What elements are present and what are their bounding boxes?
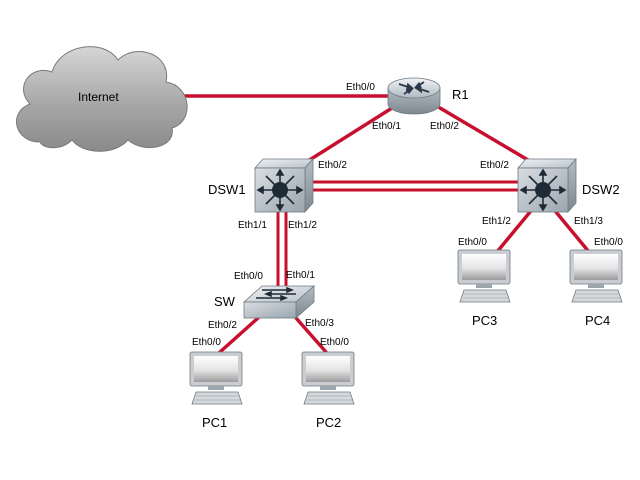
pc-icon bbox=[457, 249, 511, 303]
pc-pc2[interactable]: PC2 Eth0/0 bbox=[301, 337, 355, 430]
switch-sw[interactable]: SW Eth0/0 Eth0/1 Eth0/2 Eth0/3 bbox=[208, 270, 334, 331]
pc3-label: PC3 bbox=[472, 313, 497, 328]
dsw1-label: DSW1 bbox=[208, 182, 246, 197]
cloud-icon bbox=[16, 46, 188, 152]
pc-icon bbox=[301, 351, 355, 405]
pc2-port-eth0-0: Eth0/0 bbox=[320, 337, 349, 348]
router-icon bbox=[387, 77, 441, 115]
r1-label: R1 bbox=[452, 87, 469, 102]
pc-pc1[interactable]: PC1 Eth0/0 bbox=[189, 337, 243, 430]
router-r1[interactable]: R1 Eth0/0 Eth0/1 Eth0/2 bbox=[346, 77, 469, 132]
multilayer-switch-icon bbox=[254, 157, 314, 214]
pc4-port-eth0-0: Eth0/0 bbox=[594, 237, 623, 248]
r1-port-eth0-2: Eth0/2 bbox=[430, 121, 459, 132]
internet-node[interactable]: Internet bbox=[16, 46, 188, 152]
pc-icon bbox=[189, 351, 243, 405]
sw-label: SW bbox=[214, 294, 236, 309]
link-r1-dsw2 bbox=[438, 106, 530, 162]
r1-port-eth0-0: Eth0/0 bbox=[346, 82, 375, 93]
dsw2-label: DSW2 bbox=[582, 182, 620, 197]
pc-pc4[interactable]: PC4 Eth0/0 bbox=[569, 237, 623, 328]
r1-port-eth0-1: Eth0/1 bbox=[372, 121, 401, 132]
sw-port-eth0-1: Eth0/1 bbox=[286, 270, 315, 281]
pc-pc3[interactable]: PC3 Eth0/0 bbox=[457, 237, 511, 328]
multilayer-switch-dsw1[interactable]: DSW1 Eth0/2 Eth1/1 Eth1/2 bbox=[208, 157, 347, 231]
dsw1-port-eth1-1: Eth1/1 bbox=[238, 220, 267, 231]
dsw1-port-eth0-2: Eth0/2 bbox=[318, 160, 347, 171]
pc1-label: PC1 bbox=[202, 415, 227, 430]
dsw1-port-eth1-2: Eth1/2 bbox=[288, 220, 317, 231]
dsw2-port-eth0-2: Eth0/2 bbox=[480, 160, 509, 171]
dsw2-port-eth1-3: Eth1/3 bbox=[574, 216, 603, 227]
pc-icon bbox=[569, 249, 623, 303]
pc2-label: PC2 bbox=[316, 415, 341, 430]
dsw2-port-eth1-2: Eth1/2 bbox=[482, 216, 511, 227]
link-sw-pc2 bbox=[294, 316, 328, 354]
pc4-label: PC4 bbox=[585, 313, 610, 328]
sw-port-eth0-3: Eth0/3 bbox=[305, 318, 334, 329]
pc3-port-eth0-0: Eth0/0 bbox=[458, 237, 487, 248]
link-r1-dsw1 bbox=[298, 106, 394, 168]
pc1-port-eth0-0: Eth0/0 bbox=[192, 337, 221, 348]
multilayer-switch-icon bbox=[517, 157, 577, 214]
links bbox=[183, 94, 596, 354]
multilayer-switch-dsw2[interactable]: DSW2 Eth0/2 Eth1/2 Eth1/3 bbox=[480, 157, 620, 227]
switch-icon bbox=[242, 285, 316, 319]
link-sw-pc1 bbox=[218, 316, 260, 354]
sw-port-eth0-0: Eth0/0 bbox=[234, 271, 263, 282]
internet-label: Internet bbox=[78, 90, 119, 104]
sw-port-eth0-2: Eth0/2 bbox=[208, 320, 237, 331]
